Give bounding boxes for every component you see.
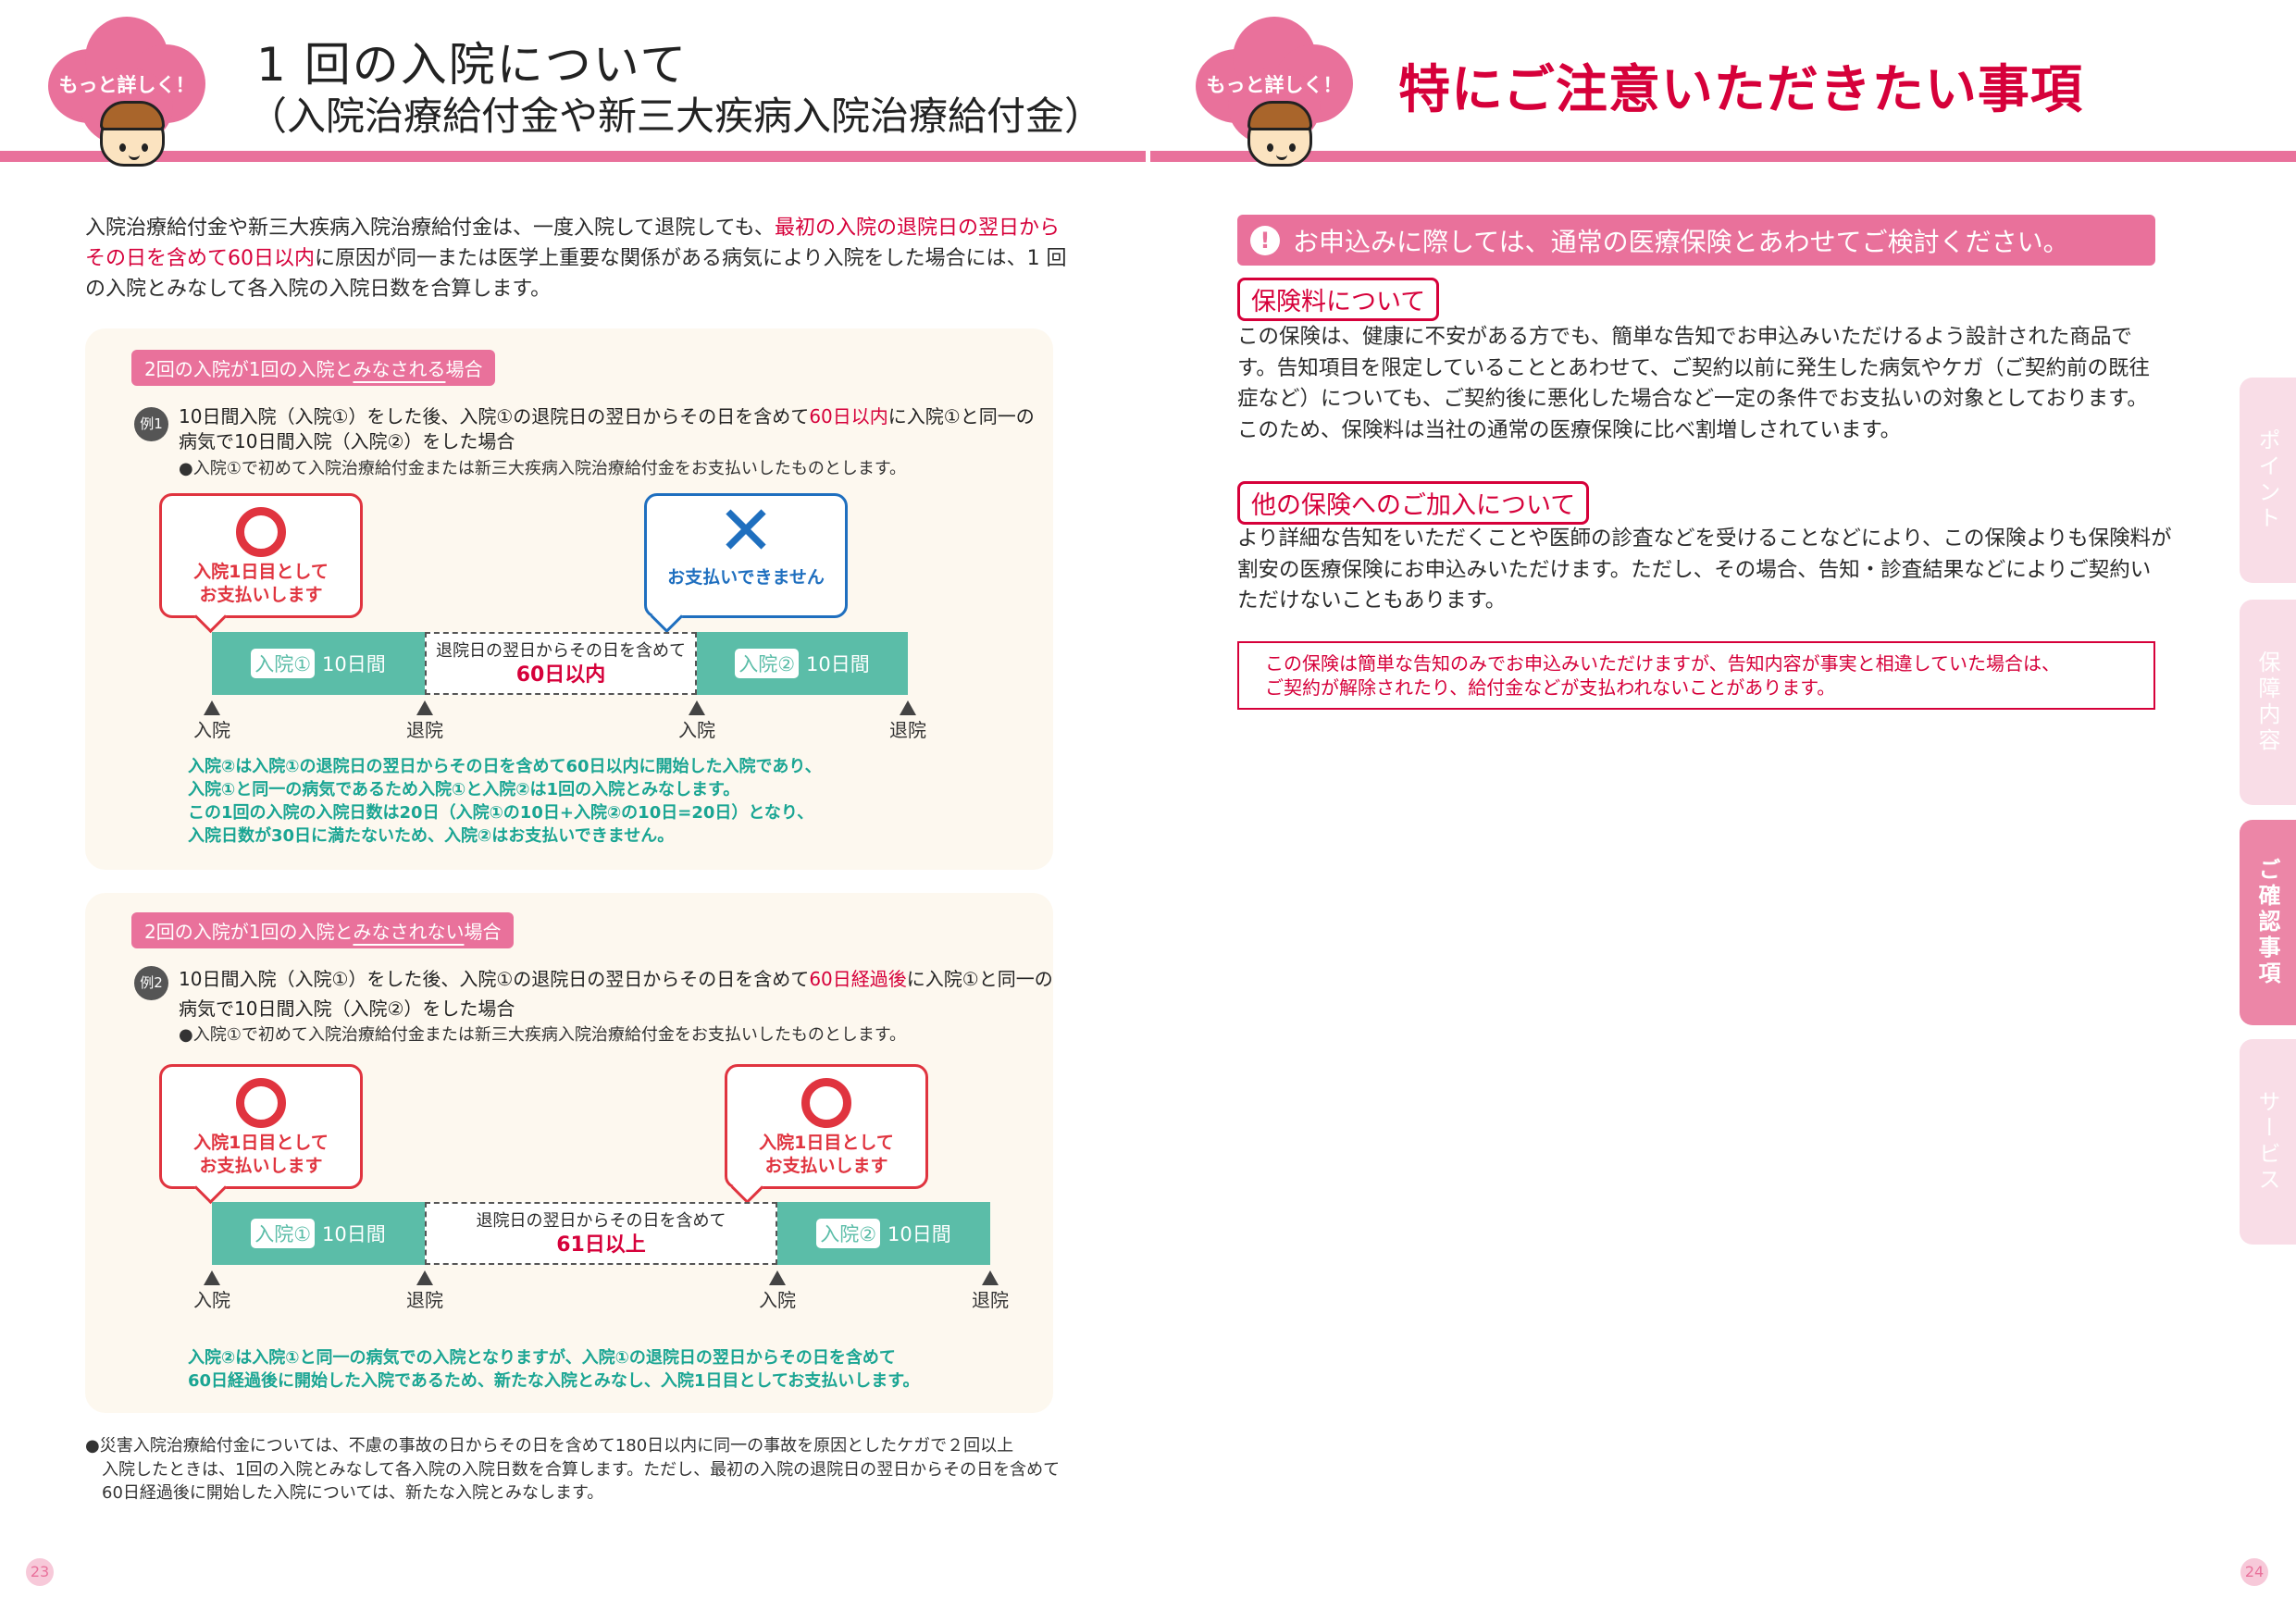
stay1-bar: 入院① 10日間 <box>212 632 425 695</box>
callout-text: 入院1日目として <box>759 1133 894 1153</box>
badge-cloud-left: もっと詳しく！ <box>48 17 205 146</box>
marker-triangle-icon <box>689 700 705 715</box>
marker-discharge: 退院 <box>406 1289 443 1311</box>
marker-discharge: 退院 <box>406 719 443 741</box>
intro-highlight: その日を含めて60日以内 <box>85 247 315 270</box>
stay-label: 入院② <box>735 649 800 678</box>
callout-no-pay: ✕ お支払いできません <box>644 493 848 618</box>
intro-text: の入院とみなして各入院の入院日数を合算します。 <box>85 278 552 301</box>
marker-admit: 入院 <box>759 1289 796 1311</box>
page-subtitle: （入院治療給付金や新三大疾病入院治療給付金） <box>248 93 1104 139</box>
intro-highlight: 最初の入院の退院日の翌日から <box>774 217 1060 240</box>
badge-label: もっと詳しく！ <box>1206 74 1343 96</box>
case2-explanation: 入院②は入院①と同一の病気での入院となりますが、入院①の退院日の翌日からその日を… <box>188 1348 920 1391</box>
marker-triangle-icon <box>900 700 916 715</box>
callout-text: 入院1日目として <box>193 562 329 582</box>
example2-line1: 10日間入院（入院①）をした後、入院①の退院日の翌日からその日を含めて60日経過… <box>179 968 1053 990</box>
premium-paragraph: この保険は、健康に不安がある方でも、簡単な告知でお申込みいただけるよう設計された… <box>1237 325 2150 442</box>
page-number-left: 23 <box>26 1558 54 1586</box>
mascot-icon <box>100 101 165 167</box>
notice-text: お申込みに際しては、通常の医療保険とあわせてご検討ください。 <box>1293 226 2069 257</box>
circle-ok-icon <box>236 507 286 557</box>
example2-note: ●入院①で初めて入院治療給付金または新三大疾病入院治療給付金をお支払いしたものと… <box>179 1025 907 1045</box>
marker-discharge: 退院 <box>889 719 926 741</box>
stay1-bar: 入院① 10日間 <box>212 1202 425 1265</box>
interval-text: 退院日の翌日からその日を含めて <box>436 641 686 661</box>
badge-label: もっと詳しく！ <box>58 74 195 96</box>
stay-label: 入院② <box>816 1219 881 1248</box>
side-tab-coverage[interactable]: 保障内容 <box>2240 600 2296 805</box>
example2-line2: 病気で10日間入院（入院②）をした場合 <box>179 997 515 1020</box>
callout-text: お支払いします <box>199 1156 323 1176</box>
marker-admit: 入院 <box>678 719 715 741</box>
intro-paragraph: 入院治療給付金や新三大疾病入院治療給付金は、一度入院して退院しても、最初の入院の… <box>85 213 1067 304</box>
warning-box: この保険は簡単な告知のみでお申込みいただけますが、告知内容が事実と相違していた場… <box>1237 641 2155 710</box>
interval-days: 61日以上 <box>556 1233 646 1257</box>
stay2-bar: 入院② 10日間 <box>697 632 908 695</box>
page-number-right: 24 <box>2240 1558 2268 1586</box>
circle-ok-icon <box>236 1078 286 1128</box>
section-heading-premium: 保険料について <box>1237 278 1440 321</box>
callout-pay: 入院1日目として お支払いします <box>159 493 363 618</box>
marker-triangle-icon <box>982 1270 999 1285</box>
notice-banner: ! お申込みに際しては、通常の医療保険とあわせてご検討ください。 <box>1237 215 2155 266</box>
example1-line2: 病気で10日間入院（入院②）をした場合 <box>179 430 515 452</box>
marker-triangle-icon <box>204 700 220 715</box>
interval-text: 退院日の翌日からその日を含めて <box>476 1211 726 1231</box>
example2-badge: 例2 <box>134 966 168 1000</box>
header-rule-left <box>0 151 1146 162</box>
stay-days: 10日間 <box>322 1223 386 1245</box>
page-title: 特にご注意いただきたい事項 <box>1398 60 2083 120</box>
case1-tag: 2回の入院が1回の入院とみなされる場合 <box>131 350 496 386</box>
callout-pay: 入院1日目として お支払いします <box>159 1064 363 1189</box>
stay-label: 入院① <box>251 1219 316 1248</box>
marker-admit: 入院 <box>193 719 230 741</box>
side-tab-points[interactable]: ポイント <box>2240 378 2296 583</box>
marker-triangle-icon <box>416 1270 433 1285</box>
callout-text: お支払いできません <box>667 567 825 588</box>
mascot-icon <box>1247 101 1312 167</box>
marker-triangle-icon <box>204 1270 220 1285</box>
cross-icon: ✕ <box>716 491 775 571</box>
stay-days: 10日間 <box>887 1223 951 1245</box>
marker-admit: 入院 <box>193 1289 230 1311</box>
marker-triangle-icon <box>769 1270 786 1285</box>
stay-days: 10日間 <box>806 653 870 675</box>
callout-text: 入院1日目として <box>193 1133 329 1153</box>
callout-text: お支払いします <box>764 1156 888 1176</box>
exclamation-icon: ! <box>1250 225 1280 255</box>
interval-days: 60日以内 <box>515 663 606 687</box>
badge-cloud-right: もっと詳しく！ <box>1196 17 1353 146</box>
intro-text: に原因が同一または医学上重要な関係がある病気により入院をした場合には、1 回 <box>315 247 1067 270</box>
header-rule-right <box>1150 151 2296 162</box>
example1-line1: 10日間入院（入院①）をした後、入院①の退院日の翌日からその日を含めて60日以内… <box>179 405 1035 427</box>
stay2-bar: 入院② 10日間 <box>777 1202 990 1265</box>
callout-pay: 入院1日目として お支払いします <box>725 1064 928 1189</box>
stay-days: 10日間 <box>322 653 386 675</box>
side-tab-services[interactable]: サービス <box>2240 1039 2296 1245</box>
stay-label: 入院① <box>251 649 316 678</box>
circle-ok-icon <box>801 1078 851 1128</box>
footnote: ●災害入院治療給付金については、不慮の事故の日からその日を含めて180日以内に同… <box>85 1436 1061 1503</box>
side-tab-confirmation[interactable]: ご確認事項 <box>2240 820 2296 1025</box>
marker-discharge: 退院 <box>972 1289 1009 1311</box>
case1-explanation: 入院②は入院①の退院日の翌日からその日を含めて60日以内に開始した入院であり、入… <box>188 757 822 846</box>
example1-badge: 例1 <box>134 407 168 441</box>
intro-text: 入院治療給付金や新三大疾病入院治療給付金は、一度入院して退院しても、 <box>85 217 775 240</box>
marker-triangle-icon <box>416 700 433 715</box>
section-heading-other-insurance: 他の保険へのご加入について <box>1237 481 1590 525</box>
callout-text: お支払いします <box>199 585 323 605</box>
case2-tag: 2回の入院が1回の入院とみなされない場合 <box>131 912 515 948</box>
other-insurance-paragraph: より詳細な告知をいただくことや医師の診査などを受けることなどにより、この保険より… <box>1237 527 2172 613</box>
page-title: 1 回の入院について <box>256 38 689 92</box>
example1-note: ●入院①で初めて入院治療給付金または新三大疾病入院治療給付金をお支払いしたものと… <box>179 459 907 478</box>
